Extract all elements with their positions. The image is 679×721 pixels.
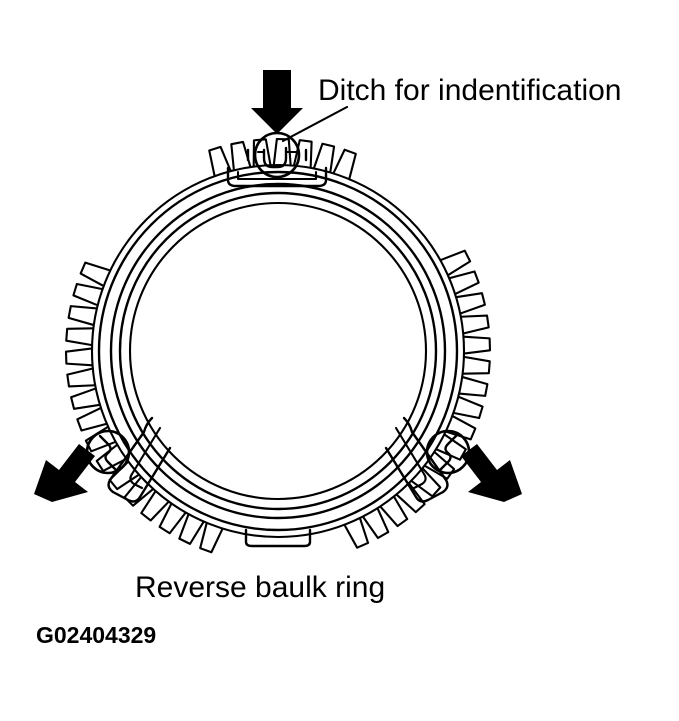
part-name-label: Reverse baulk ring [135,571,385,604]
spline-tooth [199,522,224,554]
top-lug-inner [236,170,318,181]
left-lug-inner [129,426,162,490]
cone-circle [118,191,438,511]
left-lug-outline [107,416,172,503]
spline-tooth [439,249,472,277]
spline-tooth [463,335,492,355]
up-right-arrow-icon [34,444,95,502]
spline-tooth [410,467,442,498]
ditch-groove-shape [262,146,288,169]
band-inner-circle [109,182,447,520]
spline-tooth [312,142,336,173]
spline-tooth [379,495,409,528]
spline-tooth [332,148,357,180]
bottom-notch [244,528,312,548]
spline-tooth [343,517,370,549]
ditch-leader-line [281,105,349,143]
spline-tooth [448,270,480,296]
spline-tooth [178,513,205,545]
outer-spline-teeth [64,137,492,554]
spline-tooth [208,145,232,177]
right-notch-shape [438,434,458,472]
spline-tooth [70,387,101,410]
spline-tooth [445,414,477,441]
spline-tooth [230,140,252,171]
spline-tooth [79,261,111,288]
spline-tooth [76,406,108,432]
spline-tooth [64,347,93,367]
up-left-arrow-icon [461,444,522,502]
tooth-root-circle [90,163,466,539]
left-notch-shape [98,434,118,472]
spline-tooth [395,482,426,514]
top-lug-outline [226,166,328,188]
ring-bands [90,163,466,539]
down-arrow-icon [251,70,303,134]
spline-tooth [455,292,486,315]
spline-tooth [65,327,94,347]
spline-tooth [453,395,484,420]
right-lug-outline [384,416,449,503]
right-lug-inner [394,426,427,490]
spline-tooth [66,367,96,388]
spline-tooth [460,314,490,335]
band-outer-circle [97,170,459,532]
spline-tooth [158,503,187,535]
figure-code-label: G02404329 [36,622,156,648]
spline-tooth [67,305,98,327]
spline-tooth [72,282,103,307]
spline-tooth [140,490,170,522]
spline-tooth [361,507,390,540]
spline-tooth [462,355,491,375]
bore-circle [128,201,428,501]
lug-cutouts [107,148,449,548]
ditch-label: Ditch for indentification [318,74,622,107]
spline-tooth [458,375,489,397]
